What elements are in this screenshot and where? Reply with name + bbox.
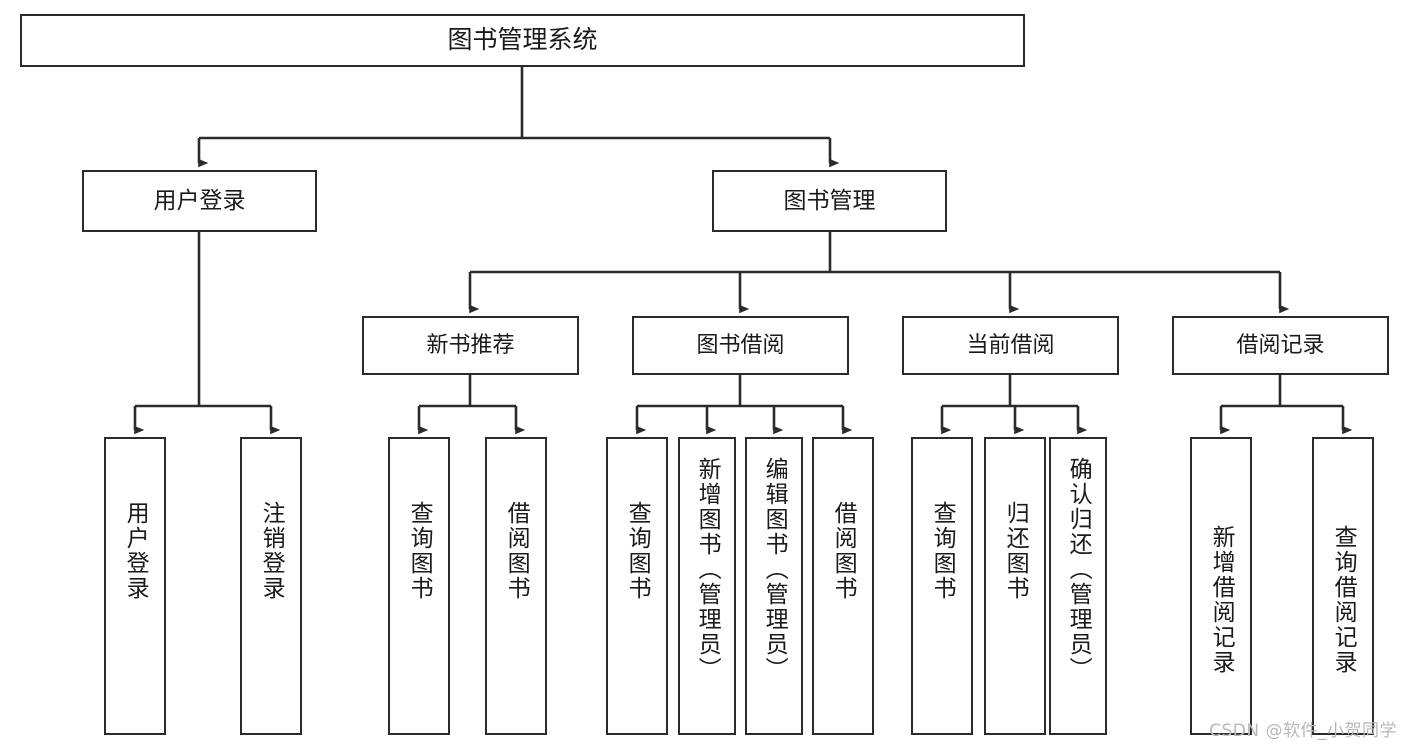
node-new-book-rec-label: 新书推荐 (426, 332, 515, 358)
node-leaf-borrow-book-1-label: 借阅图书 (503, 501, 530, 601)
node-leaf-edit-book-label: 编辑图书（管理员） (761, 457, 788, 682)
node-leaf-confirm-return[interactable]: 确认归还（管理员） (1049, 437, 1107, 735)
node-leaf-query-book-2-label: 查询图书 (624, 501, 651, 601)
node-leaf-query-book-3-label: 查询图书 (929, 501, 956, 601)
node-new-book-rec[interactable]: 新书推荐 (362, 316, 579, 375)
node-leaf-add-book[interactable]: 新增图书（管理员） (678, 437, 736, 735)
node-book-manage[interactable]: 图书管理 (712, 170, 947, 232)
node-leaf-query-book-1[interactable]: 查询图书 (388, 437, 450, 735)
node-leaf-return-book-label: 归还图书 (1002, 501, 1029, 601)
node-user-login-label: 用户登录 (153, 187, 246, 214)
node-book-manage-label: 图书管理 (783, 187, 876, 214)
node-leaf-query-book-2[interactable]: 查询图书 (606, 437, 668, 735)
node-borrow-record[interactable]: 借阅记录 (1172, 316, 1389, 375)
node-current-borrow-label: 当前借阅 (966, 332, 1055, 358)
node-leaf-query-book-3[interactable]: 查询图书 (911, 437, 973, 735)
node-leaf-user-login[interactable]: 用户登录 (104, 437, 166, 735)
node-root-label: 图书管理系统 (447, 25, 598, 55)
node-leaf-edit-book[interactable]: 编辑图书（管理员） (745, 437, 803, 735)
node-leaf-user-logout[interactable]: 注销登录 (240, 437, 302, 735)
node-leaf-query-record-label: 查询借阅记录 (1330, 525, 1357, 675)
node-leaf-borrow-book-2-label: 借阅图书 (830, 501, 857, 601)
node-current-borrow[interactable]: 当前借阅 (902, 316, 1119, 375)
node-user-login[interactable]: 用户登录 (82, 170, 317, 232)
node-leaf-user-logout-label: 注销登录 (258, 501, 285, 601)
node-leaf-confirm-return-label: 确认归还（管理员） (1065, 457, 1092, 682)
node-book-borrow[interactable]: 图书借阅 (632, 316, 849, 375)
node-leaf-add-book-label: 新增图书（管理员） (694, 457, 721, 682)
node-leaf-query-record[interactable]: 查询借阅记录 (1312, 437, 1374, 735)
node-leaf-return-book[interactable]: 归还图书 (984, 437, 1046, 735)
node-book-borrow-label: 图书借阅 (696, 332, 785, 358)
node-leaf-add-record[interactable]: 新增借阅记录 (1190, 437, 1252, 735)
node-leaf-user-login-label: 用户登录 (122, 501, 149, 601)
node-leaf-add-record-label: 新增借阅记录 (1208, 525, 1235, 675)
node-borrow-record-label: 借阅记录 (1236, 332, 1325, 358)
node-root[interactable]: 图书管理系统 (20, 14, 1025, 67)
node-leaf-borrow-book-2[interactable]: 借阅图书 (812, 437, 874, 735)
node-leaf-borrow-book-1[interactable]: 借阅图书 (485, 437, 547, 735)
node-leaf-query-book-1-label: 查询图书 (406, 501, 433, 601)
